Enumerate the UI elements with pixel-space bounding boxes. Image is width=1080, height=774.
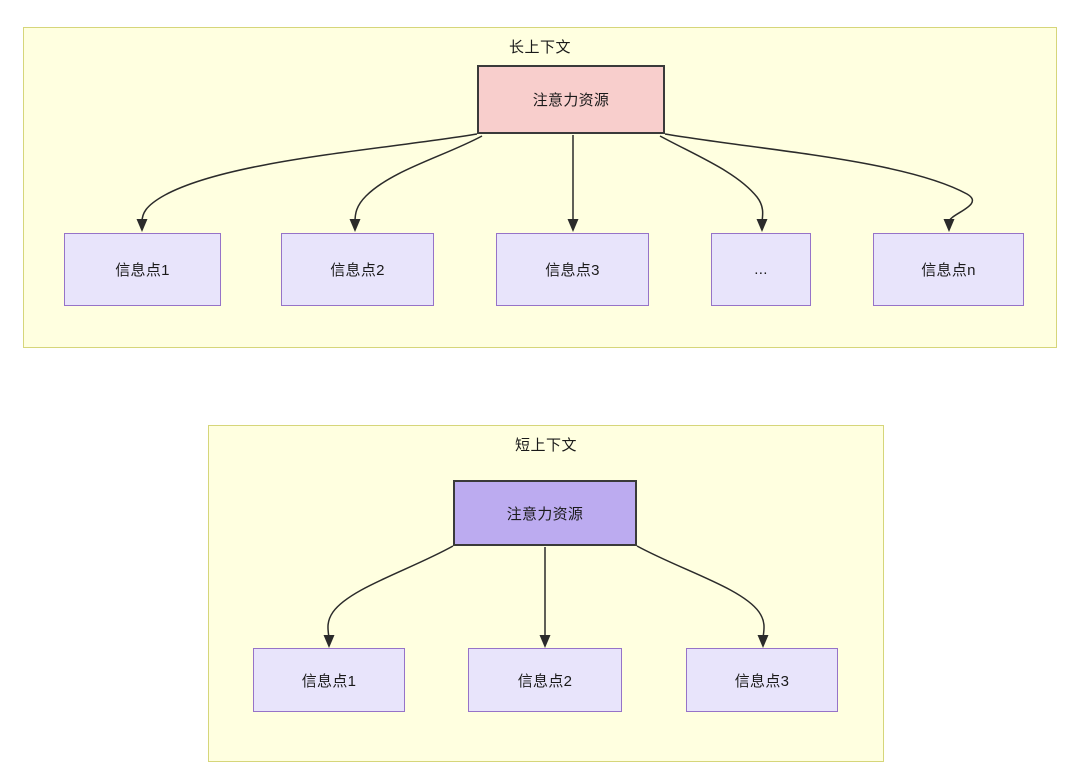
node-label: 信息点3: [545, 262, 600, 279]
long-context-info-node-ellipsis[interactable]: ...: [711, 233, 811, 306]
long-context-info-node-n[interactable]: 信息点n: [873, 233, 1024, 306]
long-context-info-node-2[interactable]: 信息点2: [281, 233, 434, 306]
node-label: ...: [754, 261, 768, 278]
long-context-info-node-3[interactable]: 信息点3: [496, 233, 649, 306]
short-context-attention-resource-node[interactable]: 注意力资源: [453, 480, 637, 546]
short-context-info-node-3[interactable]: 信息点3: [686, 648, 838, 712]
node-label: 信息点1: [115, 262, 170, 279]
long-context-title: 长上下文: [508, 39, 571, 56]
short-context-info-node-2[interactable]: 信息点2: [468, 648, 622, 712]
node-label: 信息点3: [734, 672, 790, 690]
short-context-title: 短上下文: [514, 437, 577, 454]
node-label: 注意力资源: [532, 92, 610, 109]
node-label: 信息点n: [921, 262, 976, 279]
node-label: 注意力资源: [506, 505, 584, 523]
node-label: 信息点2: [330, 262, 385, 279]
node-label: 信息点1: [301, 672, 357, 690]
long-context-attention-resource-node[interactable]: 注意力资源: [477, 65, 665, 134]
long-context-info-node-1[interactable]: 信息点1: [64, 233, 221, 306]
node-label: 信息点2: [517, 672, 573, 690]
short-context-info-node-1[interactable]: 信息点1: [253, 648, 405, 712]
